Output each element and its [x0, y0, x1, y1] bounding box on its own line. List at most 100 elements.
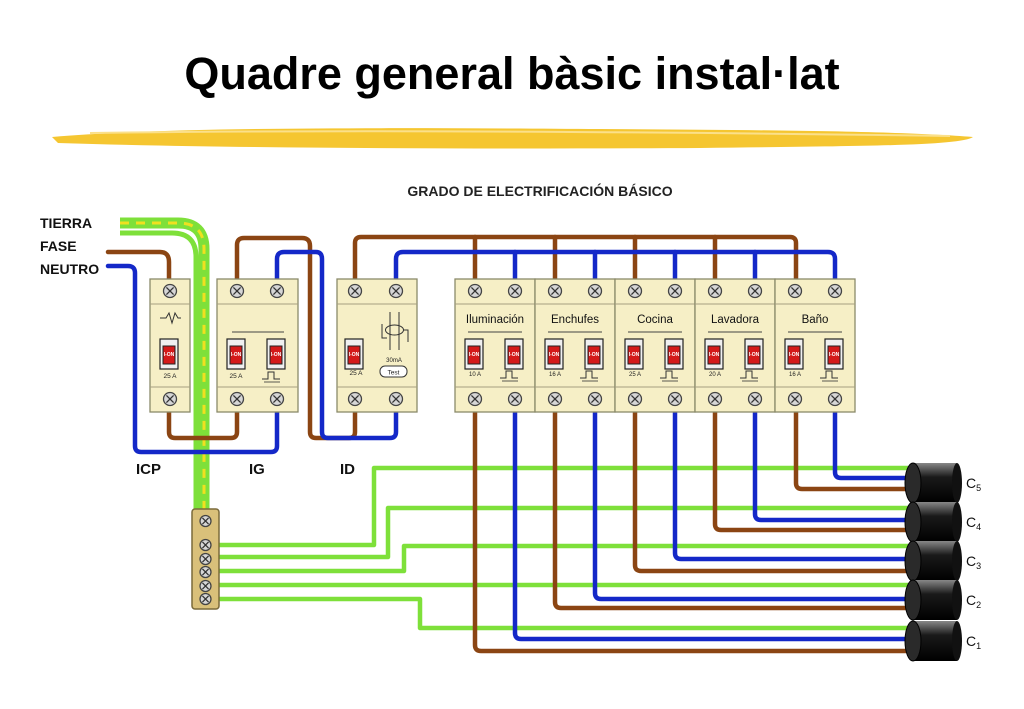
phase-wires: [105, 234, 913, 654]
terminal-screw-icon: [627, 391, 643, 407]
breaker-rating: 20 A: [709, 372, 721, 378]
cable-c1: C1: [904, 620, 981, 662]
trip-curve-icon: [580, 370, 598, 382]
svg-text:I-ON: I-ON: [709, 352, 720, 358]
id-device: I-ON 25 A 30mA Test: [336, 278, 418, 413]
terminal-screw-icon: [199, 579, 212, 593]
terminal-screw-icon: [199, 592, 212, 606]
terminal-screw-icon: [388, 391, 404, 407]
label-id: ID: [340, 461, 355, 478]
terminal-screw-icon: [747, 283, 763, 299]
terminal-screw-icon: [547, 391, 563, 407]
terminal-screw-icon: [347, 391, 363, 407]
ground-wires: [120, 217, 908, 631]
ig-device: I-ON I-ON 25 A: [216, 278, 299, 413]
terminal-screw-icon: [467, 283, 483, 299]
icp-rating: 25 A: [163, 373, 177, 380]
breaker-switch-icon: I-ON: [704, 338, 724, 370]
breaker-switch-icon: I-ON: [824, 338, 844, 370]
svg-text:I-ON: I-ON: [509, 352, 520, 358]
svg-text:I-ON: I-ON: [789, 352, 800, 358]
breaker-rating: 16 A: [789, 372, 801, 378]
svg-text:I-ON: I-ON: [549, 352, 560, 358]
breaker-rating: 25 A: [629, 372, 641, 378]
terminal-screw-icon: [827, 391, 843, 407]
label-neutro: NEUTRO: [40, 261, 99, 277]
terminal-screw-icon: [229, 391, 245, 407]
svg-text:I-ON: I-ON: [749, 352, 760, 358]
trip-curve-icon: [740, 370, 758, 382]
breaker-rating: 16 A: [549, 372, 561, 378]
id-sensitivity: 30mA: [386, 358, 402, 364]
terminal-screw-icon: [707, 391, 723, 407]
breaker-switch-icon: I-ON: [344, 338, 364, 370]
svg-text:I-ON: I-ON: [669, 352, 680, 358]
terminal-screw-icon: [587, 391, 603, 407]
icp-device: I-ON 25 A: [149, 278, 191, 413]
terminal-screw-icon: [229, 283, 245, 299]
svg-text:I-ON: I-ON: [231, 352, 242, 358]
circuit-label: C1: [966, 633, 981, 651]
breaker-name: Enchufes: [551, 314, 599, 326]
breaker-rating: 10 A: [469, 372, 481, 378]
breaker-switch-icon: I-ON: [464, 338, 484, 370]
terminal-screw-icon: [587, 283, 603, 299]
terminal-screw-icon: [827, 283, 843, 299]
test-button-label: Test: [388, 370, 400, 377]
cable-c2: C2: [904, 579, 981, 621]
terminal-screw-icon: [667, 391, 683, 407]
breaker-name: Iluminación: [466, 314, 524, 326]
svg-text:I-ON: I-ON: [829, 352, 840, 358]
terminal-screw-icon: [269, 283, 285, 299]
svg-text:I-ON: I-ON: [349, 352, 360, 358]
breaker-name: Cocina: [637, 314, 673, 326]
svg-text:I-ON: I-ON: [164, 352, 175, 358]
ig-rating: 25 A: [229, 373, 243, 380]
label-ig: IG: [249, 461, 265, 478]
svg-text:I-ON: I-ON: [271, 352, 282, 358]
breaker-switch-icon: I-ON: [744, 338, 764, 370]
breaker-switch-icon: I-ON: [504, 338, 524, 370]
fuse-symbol-icon: [160, 311, 181, 325]
circuit-label: C3: [966, 553, 981, 571]
terminal-screw-icon: [199, 565, 212, 579]
breaker-switch-icon: I-ON: [266, 338, 286, 370]
terminal-screw-icon: [269, 391, 285, 407]
page-title: Quadre general bàsic instal·lat: [184, 48, 840, 99]
breaker-switch-icon: I-ON: [664, 338, 684, 370]
terminal-screw-icon: [388, 283, 404, 299]
circuit-label: C4: [966, 514, 981, 532]
id-rating: 25 A: [349, 370, 363, 377]
breaker-name: Lavadora: [711, 314, 760, 326]
terminal-screw-icon: [547, 283, 563, 299]
label-icp: ICP: [136, 461, 161, 478]
svg-text:I-ON: I-ON: [589, 352, 600, 358]
test-button[interactable]: [379, 365, 408, 378]
svg-text:I-ON: I-ON: [629, 352, 640, 358]
terminal-screw-icon: [162, 283, 178, 299]
circuit-label: C2: [966, 592, 981, 610]
terminal-screw-icon: [507, 391, 523, 407]
terminal-screw-icon: [787, 283, 803, 299]
trip-curve-icon: [262, 371, 280, 383]
terminal-screw-icon: [667, 283, 683, 299]
circuit-label: C5: [966, 475, 981, 493]
breaker-switch-icon: I-ON: [584, 338, 604, 370]
terminal-screw-icon: [347, 283, 363, 299]
breaker-switch-icon: I-ON: [226, 338, 246, 370]
terminal-screw-icon: [747, 391, 763, 407]
terminal-screw-icon: [507, 283, 523, 299]
cable-c5: C5: [904, 462, 981, 504]
terminal-screw-icon: [199, 538, 212, 552]
breaker-switch-icon: I-ON: [784, 338, 804, 370]
terminal-screw-icon: [707, 283, 723, 299]
trip-curve-icon: [500, 370, 518, 382]
terminal-screw-icon: [199, 552, 212, 566]
cable-c3: C3: [904, 540, 981, 582]
terminal-screw-icon: [467, 391, 483, 407]
